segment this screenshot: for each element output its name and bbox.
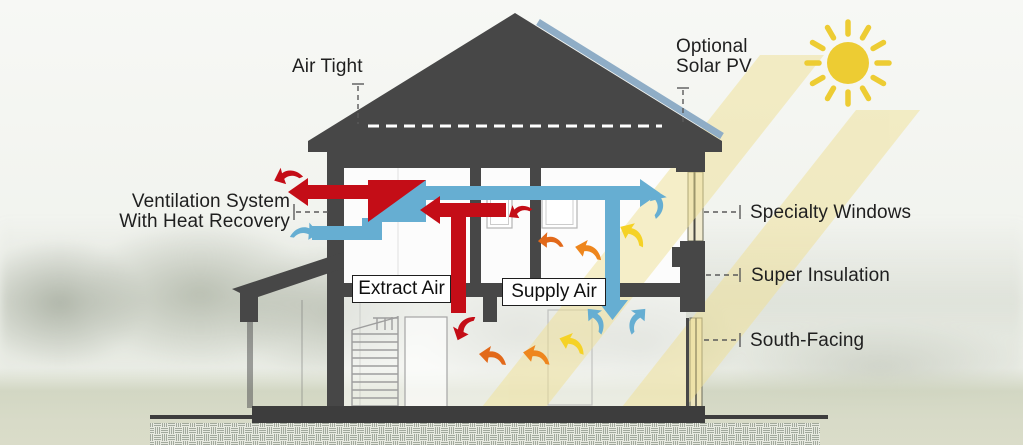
sun-icon xyxy=(804,19,892,107)
ground-partition-stub xyxy=(483,297,497,322)
porch-roof xyxy=(232,252,344,299)
exhaust-arrowhead xyxy=(288,178,308,206)
upper-ceiling xyxy=(327,152,705,168)
label-ventilation-line2: With Heat Recovery xyxy=(119,211,290,232)
label-optional-solar-pv-line2: Solar PV xyxy=(676,56,752,77)
supply-vertical-duct xyxy=(605,193,620,300)
intake-connector xyxy=(362,218,382,240)
right-wall-insulation-block xyxy=(680,241,705,312)
label-specialty-windows: Specialty Windows xyxy=(750,202,912,223)
supply-duct-arrowhead xyxy=(640,179,660,207)
right-wall-window-jamb xyxy=(686,318,689,407)
exhaust-duct xyxy=(308,185,372,199)
right-wall-top xyxy=(676,152,705,172)
extract-vertical-duct xyxy=(451,210,466,313)
ground-hatch xyxy=(150,423,820,445)
label-air-tight: Air Tight xyxy=(292,56,363,77)
upper-partition-wall-2 xyxy=(530,168,541,283)
porch-fascia xyxy=(240,291,258,322)
label-south-facing: South-Facing xyxy=(750,330,865,351)
extract-duct-horizontal xyxy=(440,203,506,217)
label-ventilation-line1: Ventilation System xyxy=(131,191,290,212)
solar-pv-panel xyxy=(536,19,724,139)
sun-beams xyxy=(478,55,920,412)
ground-line-right xyxy=(700,415,828,419)
interior-door xyxy=(404,316,448,408)
heat-exchanger xyxy=(368,180,426,222)
leader-lines xyxy=(293,83,741,347)
fresh-air-in-arrow xyxy=(289,218,321,245)
label-optional-solar-pv: Optional Solar PV xyxy=(676,37,752,77)
fresh-air-intake-duct xyxy=(312,226,376,240)
supply-ceiling-duct xyxy=(424,186,640,200)
ground-line-left xyxy=(150,415,252,419)
roof xyxy=(308,13,722,152)
label-supply-air: Supply Air xyxy=(502,278,606,306)
sun-beam-lower xyxy=(618,110,920,412)
right-wall-ledge xyxy=(672,247,680,267)
extract-arrowhead xyxy=(420,196,440,224)
label-ventilation-system: Ventilation System With Heat Recovery xyxy=(112,192,290,232)
upper-partition-wall-1 xyxy=(470,168,481,283)
sun-beam-upper xyxy=(478,55,824,412)
label-super-insulation: Super Insulation xyxy=(751,265,890,286)
label-extract-air: Extract Air xyxy=(352,275,451,303)
foundation-slab xyxy=(252,406,705,424)
label-optional-solar-pv-line1: Optional xyxy=(676,36,748,57)
porch-column xyxy=(247,322,253,408)
ventilation-flows xyxy=(270,160,674,365)
